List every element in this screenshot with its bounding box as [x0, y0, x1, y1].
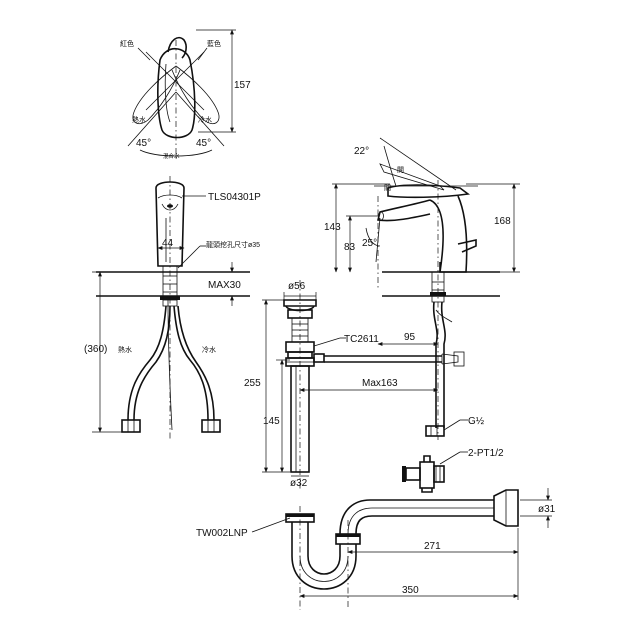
dim-d56: ø56: [288, 281, 306, 292]
front-view: TLS04301P 44 龍頭挖孔尺寸ø35 MAX30 (360) 熱水 冷水: [84, 176, 261, 440]
top-view-handle-right-ghost: [171, 65, 220, 125]
drain-model: TC2611: [344, 334, 379, 345]
p-trap: TW002LNP ø31 271 350: [196, 488, 556, 610]
dim-d32: ø32: [290, 478, 308, 489]
valve-label: 2-PT1/2: [468, 448, 504, 459]
dim-157: 157: [234, 80, 251, 91]
dim-44: 44: [162, 238, 174, 249]
label-close: 關: [384, 184, 391, 192]
dim-271: 271: [424, 541, 441, 552]
trap-u-bend: [291, 555, 357, 590]
dim-83: 83: [344, 242, 356, 253]
front-view-cold-hose: [173, 305, 209, 421]
dim-360: (360): [84, 344, 107, 355]
angle-right: 45°: [196, 138, 211, 149]
side-view-faucet-body: [429, 195, 468, 273]
side-view: 22° 開 關 25° 143: [324, 137, 520, 440]
top-view: 紅色 藍色 熱水 冷水 混合水 45° 45° 157: [120, 29, 251, 160]
angle-left: 45°: [136, 138, 151, 149]
top-view-handle: [157, 47, 196, 139]
front-view-faucet-body: [155, 181, 185, 267]
label-cold-water: 冷水: [198, 115, 212, 124]
dim-max30: MAX30: [208, 280, 241, 291]
dim-d31: ø31: [538, 504, 556, 515]
dim-168: 168: [494, 216, 511, 227]
label-mixed-water: 混合水: [163, 152, 180, 160]
dim-350: 350: [402, 585, 419, 596]
dim-255: 255: [244, 378, 261, 389]
angle-25: 25°: [362, 238, 377, 249]
dim-95: 95: [404, 332, 416, 343]
trap-model: TW002LNP: [196, 528, 248, 539]
label-cold-color: 藍色: [207, 39, 221, 48]
dim-max163: Max163: [362, 378, 398, 389]
drain-assembly: ø56 TC2611 255 145 Max163 ø32: [244, 280, 465, 490]
front-view-hot-label: 熱水: [118, 345, 132, 354]
front-view-model: TLS04301P: [208, 192, 261, 203]
label-open: 開: [397, 166, 404, 174]
front-view-cold-label: 冷水: [202, 345, 216, 354]
side-view-lever: [387, 184, 471, 199]
dim-145: 145: [263, 416, 280, 427]
thread-g-half: G½: [468, 416, 485, 427]
side-view-spout: [377, 199, 431, 222]
front-view-hole-size: 龍頭挖孔尺寸ø35: [206, 240, 260, 249]
angle-valve: 2-PT1/2: [402, 448, 504, 493]
dim-143: 143: [324, 222, 341, 233]
label-hot-color: 紅色: [120, 39, 134, 48]
front-view-hot-hose: [127, 305, 167, 421]
label-hot-water: 熱水: [132, 115, 146, 124]
angle-22: 22°: [354, 146, 369, 157]
